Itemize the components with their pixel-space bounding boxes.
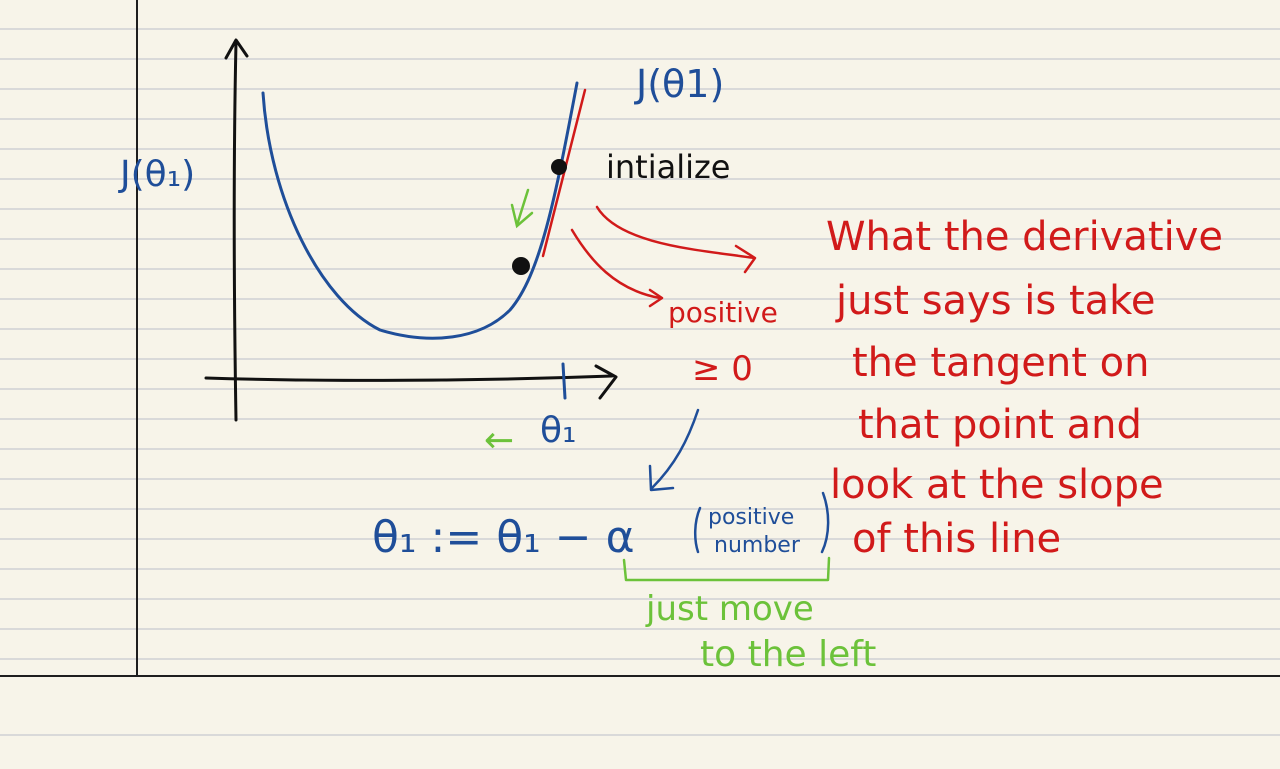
axes — [204, 38, 618, 422]
underbrace — [622, 556, 831, 582]
y-axis-label: J(θ₁) — [118, 154, 195, 195]
explanation-line-5: look at the slope — [830, 462, 1164, 508]
theta-tick — [561, 362, 567, 400]
arrow-to-positive — [570, 228, 662, 300]
cost-curve — [261, 81, 579, 400]
initialize-label: intialize — [606, 148, 730, 186]
initial-point — [551, 159, 567, 175]
move-note-line-2: to the left — [700, 634, 876, 675]
red-arrows — [570, 205, 757, 308]
arrow-to-equation — [648, 408, 700, 492]
fraction-top: positive — [708, 505, 794, 530]
explanation-line-1: What the derivative — [826, 214, 1223, 260]
fraction-parens — [694, 491, 830, 554]
greater-than-zero-label: ≥ 0 — [692, 349, 753, 389]
x-axis-label: θ₁ — [540, 410, 576, 451]
positive-label: positive — [668, 296, 778, 329]
update-rule-lhs: θ₁ := θ₁ − α — [372, 512, 635, 563]
y-axis — [232, 40, 238, 422]
page-bottom-line — [0, 675, 1280, 677]
fraction-bottom: number — [714, 533, 801, 558]
descent-step-arrow — [510, 188, 534, 229]
arrow-to-explanation — [595, 205, 756, 260]
explanation-line-4: that point and — [858, 402, 1142, 448]
y-axis-arrow — [224, 38, 249, 60]
next-point — [512, 257, 530, 275]
explanation-line-6: of this line — [852, 516, 1061, 562]
move-note-line-1: just move — [645, 589, 814, 629]
margin-line — [136, 0, 138, 676]
explanation-line-3: the tangent on — [852, 340, 1149, 386]
curve-label: J(θ1) — [634, 62, 724, 106]
lower-blank-area — [0, 677, 1280, 769]
x-axis-arrow — [594, 364, 618, 400]
explanation-line-2: just says is take — [835, 278, 1156, 324]
left-arrow-label: ← — [484, 420, 514, 461]
x-axis — [204, 374, 614, 382]
